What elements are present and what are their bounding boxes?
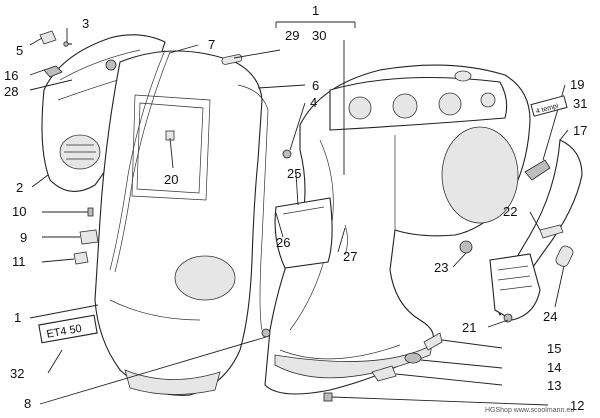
callout-20: 20 <box>164 172 178 187</box>
screw-10 <box>87 207 94 217</box>
edge-trim <box>237 84 269 331</box>
grommet-22 <box>539 224 564 239</box>
small-part-29-30 <box>221 54 243 65</box>
seal-strip <box>109 49 171 273</box>
callout-27: 27 <box>343 249 357 264</box>
callout-24: 24 <box>543 309 557 324</box>
callout-32: 32 <box>10 366 24 381</box>
badge-et4-50: ET4 50 <box>38 314 98 344</box>
callout-8: 8 <box>24 396 31 411</box>
screw-part-3 <box>63 41 72 47</box>
callout-14: 14 <box>547 360 561 375</box>
callout-17: 17 <box>573 123 587 138</box>
callout-15: 15 <box>547 341 561 356</box>
callout-1-top: 1 <box>312 3 319 18</box>
callout-9: 9 <box>20 230 27 245</box>
callout-10: 10 <box>12 204 26 219</box>
callout-19: 19 <box>570 77 584 92</box>
side-recess <box>441 126 519 224</box>
clip-11 <box>73 251 89 265</box>
fastener-12 <box>323 392 333 402</box>
callout-26: 26 <box>276 235 290 250</box>
front-shield <box>94 50 263 396</box>
callout-25: 25 <box>287 166 301 181</box>
callout-numbers: 1 29 30 3 5 7 6 4 16 28 19 31 17 2 20 25… <box>4 3 587 413</box>
callout-13: 13 <box>547 378 561 393</box>
storage-hole <box>348 96 372 120</box>
callout-1-left: 1 <box>14 310 21 325</box>
callout-30: 30 <box>312 28 326 43</box>
callout-12: 12 <box>570 398 584 413</box>
callout-3: 3 <box>82 16 89 31</box>
cap-14 <box>404 352 422 364</box>
callout-11: 11 <box>12 254 26 269</box>
sticker-4-tempi: 4 tempi <box>530 95 568 117</box>
callout-31: 31 <box>573 96 587 111</box>
clip-hole <box>105 59 117 71</box>
grommet-23 <box>459 240 473 254</box>
leader-lines <box>29 21 569 406</box>
callout-7: 7 <box>208 37 215 52</box>
bracket-13 <box>371 365 397 382</box>
callout-2: 2 <box>16 180 23 195</box>
callout-28: 28 <box>4 84 18 99</box>
callout-4: 4 <box>310 95 317 110</box>
callout-6: 6 <box>312 78 319 93</box>
callout-21: 21 <box>462 320 476 335</box>
main-body-frame <box>264 64 531 395</box>
clip-part-16 <box>43 65 63 78</box>
small-part-4 <box>282 149 292 159</box>
watermark: HGShop www.scoolmann.eu <box>485 407 574 414</box>
cap-part-5 <box>39 30 57 45</box>
clip-9 <box>79 229 99 245</box>
light-recess <box>174 255 236 301</box>
screw-8 <box>261 328 271 338</box>
plug-24 <box>555 245 574 267</box>
callout-16: 16 <box>4 68 18 83</box>
callout-23: 23 <box>434 260 448 275</box>
clip-19 <box>524 159 551 181</box>
clip-15 <box>423 332 443 351</box>
glove-box-door <box>274 197 333 269</box>
bracket-21 <box>489 253 541 323</box>
callout-5: 5 <box>16 43 23 58</box>
callout-22: 22 <box>503 204 517 219</box>
callout-29: 29 <box>285 28 299 43</box>
cable-27 <box>344 224 348 256</box>
